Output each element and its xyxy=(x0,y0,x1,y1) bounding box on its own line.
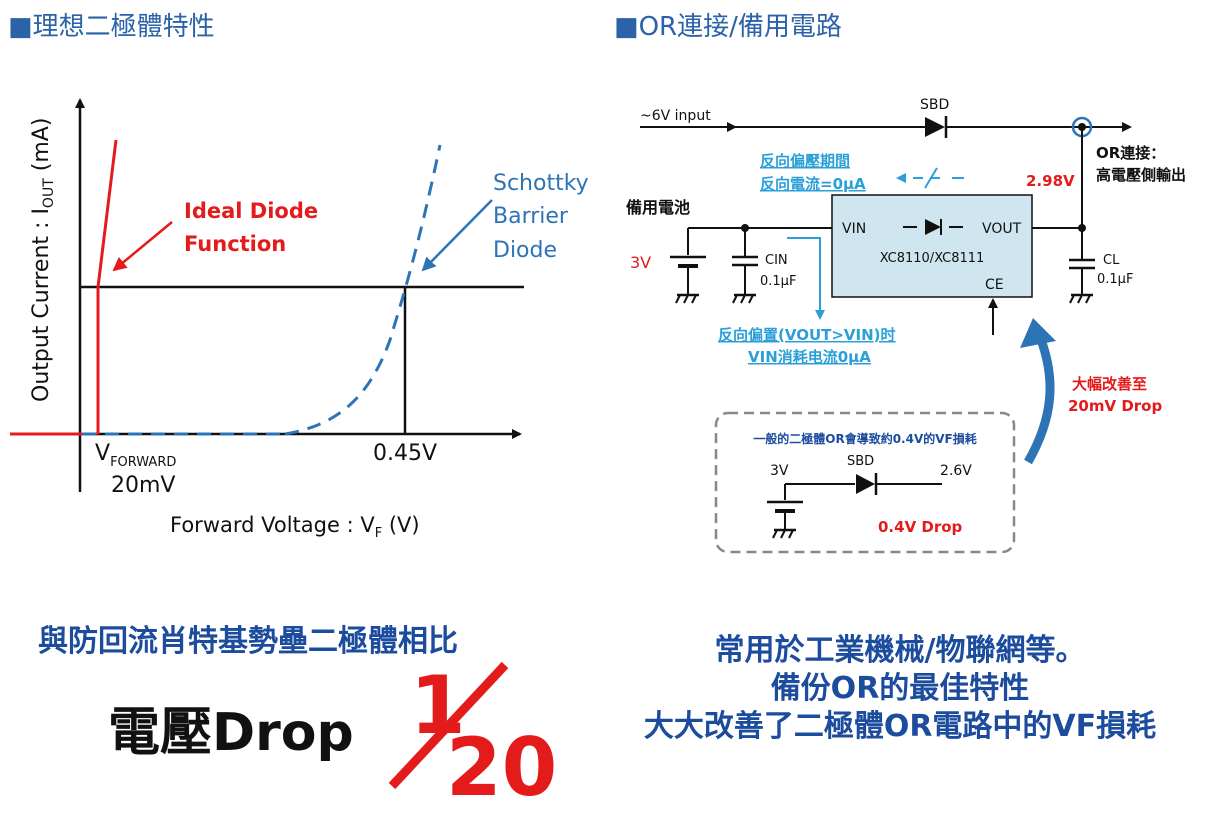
battery-ground-icon xyxy=(675,293,699,304)
cin-ground-icon xyxy=(732,293,756,304)
summary-line3: 大大改善了二極體OR電路中的VF損耗 xyxy=(643,709,1157,744)
sbd-label: SBD xyxy=(920,97,949,113)
fraction-denominator: 20 xyxy=(446,721,558,814)
box-drop-label: 0.4V Drop xyxy=(878,518,963,536)
or-circuit: ~6V input SBD 反向偏壓期間 反向電流=0μA 2.98V OR連接… xyxy=(626,97,1186,554)
ideal-diode-label-line1: Ideal Diode xyxy=(184,199,318,223)
battery-voltage: 3V xyxy=(630,253,651,272)
schottky-label-line2: Barrier xyxy=(493,204,569,229)
cl-ground-icon xyxy=(1069,293,1093,304)
reverse-bias-line2: 反向電流=0μA xyxy=(760,175,866,193)
vforward-value: 20mV xyxy=(111,473,175,498)
box-battery-symbol xyxy=(767,500,803,513)
cl-capacitor-symbol xyxy=(1069,258,1095,270)
ic-vout-pin: VOUT xyxy=(982,221,1022,237)
schottky-curve xyxy=(284,144,442,436)
battery-symbol xyxy=(670,255,706,268)
fraction-numerator: 1 xyxy=(410,659,466,752)
vout-node-dot xyxy=(1078,224,1086,232)
improve-line2: 20mV Drop xyxy=(1068,397,1162,415)
reverse-note-line2: VIN消耗电流0μA xyxy=(748,348,871,366)
ideal-diode-label-line2: Function xyxy=(184,232,286,256)
ic-ce-pin: CE xyxy=(985,277,1004,293)
box-sbd-label: SBD xyxy=(847,454,874,469)
y-axis-label: Output Current : IOUT (mA) xyxy=(29,118,57,402)
box-title: 一般的二極體OR會導致約0.4V的VF損耗 xyxy=(753,431,976,446)
cin-value: 0.1μF xyxy=(760,274,796,289)
improve-curved-arrow xyxy=(1024,330,1055,465)
schottky-pointer-arrow xyxy=(421,199,493,272)
cl-label: CL xyxy=(1103,253,1120,268)
improve-arrow-head xyxy=(1020,318,1056,348)
x-axis-label: Forward Voltage : VF (V) xyxy=(170,513,420,541)
box-sbd-diode-symbol xyxy=(856,473,878,495)
or-connect-line1: OR連接： xyxy=(1096,144,1165,162)
sbd-diode-symbol xyxy=(925,116,948,138)
ic-name: XC8110/XC8111 xyxy=(880,251,985,266)
box-3v-label: 3V xyxy=(770,463,789,479)
ideal-pointer-arrow xyxy=(112,221,173,272)
summary-line1: 常用於工業機械/物聯網等。 xyxy=(714,633,1086,668)
box-ground-icon xyxy=(772,528,796,539)
iv-graph: Output Current : IOUT (mA) Forward Volta… xyxy=(10,98,589,541)
box-26v-label: 2.6V xyxy=(940,463,972,479)
reverse-bias-line1: 反向偏壓期間 xyxy=(760,152,850,170)
drop-text: 電壓Drop xyxy=(108,703,354,763)
ic-vin-pin: VIN xyxy=(842,221,866,237)
ic-internal-diode-icon xyxy=(903,219,963,235)
left-heading: ■理想二極體特性 xyxy=(8,12,215,42)
vforward-label: VFORWARD xyxy=(95,441,176,470)
summary-line2: 備份OR的最佳特性 xyxy=(770,671,1030,706)
blocked-cross-icon xyxy=(924,167,938,189)
ideal-curve-rise xyxy=(96,139,118,288)
cin-label: CIN xyxy=(765,253,788,268)
ic-chip-box xyxy=(831,194,1033,298)
cin-capacitor-symbol xyxy=(732,255,758,267)
or-connect-line2: 高電壓側輸出 xyxy=(1096,166,1186,184)
right-heading: ■OR連接/備用電路 xyxy=(614,12,842,42)
reverse-note-line1: 反向偏置(VOUT>VIN)时 xyxy=(718,326,896,344)
improve-line1: 大幅改善至 xyxy=(1072,375,1147,393)
battery-label: 備用電池 xyxy=(626,198,690,217)
schottky-label-line3: Diode xyxy=(493,238,557,263)
compare-text: 與防回流肖特基勢壘二極體相比 xyxy=(38,624,458,659)
x-tick-045: 0.45V xyxy=(373,441,437,466)
reverse-note-arrow xyxy=(787,237,825,320)
cl-value: 0.1μF xyxy=(1097,272,1133,287)
comparison-box xyxy=(714,411,1016,554)
summary-block: 常用於工業機械/物聯網等。 備份OR的最佳特性 大大改善了二極體OR電路中的VF… xyxy=(600,632,1200,746)
output-voltage: 2.98V xyxy=(1026,172,1075,190)
schottky-label-line1: Schottky xyxy=(493,171,589,196)
fraction-slash xyxy=(388,661,509,790)
input-label: ~6V input xyxy=(640,108,711,124)
